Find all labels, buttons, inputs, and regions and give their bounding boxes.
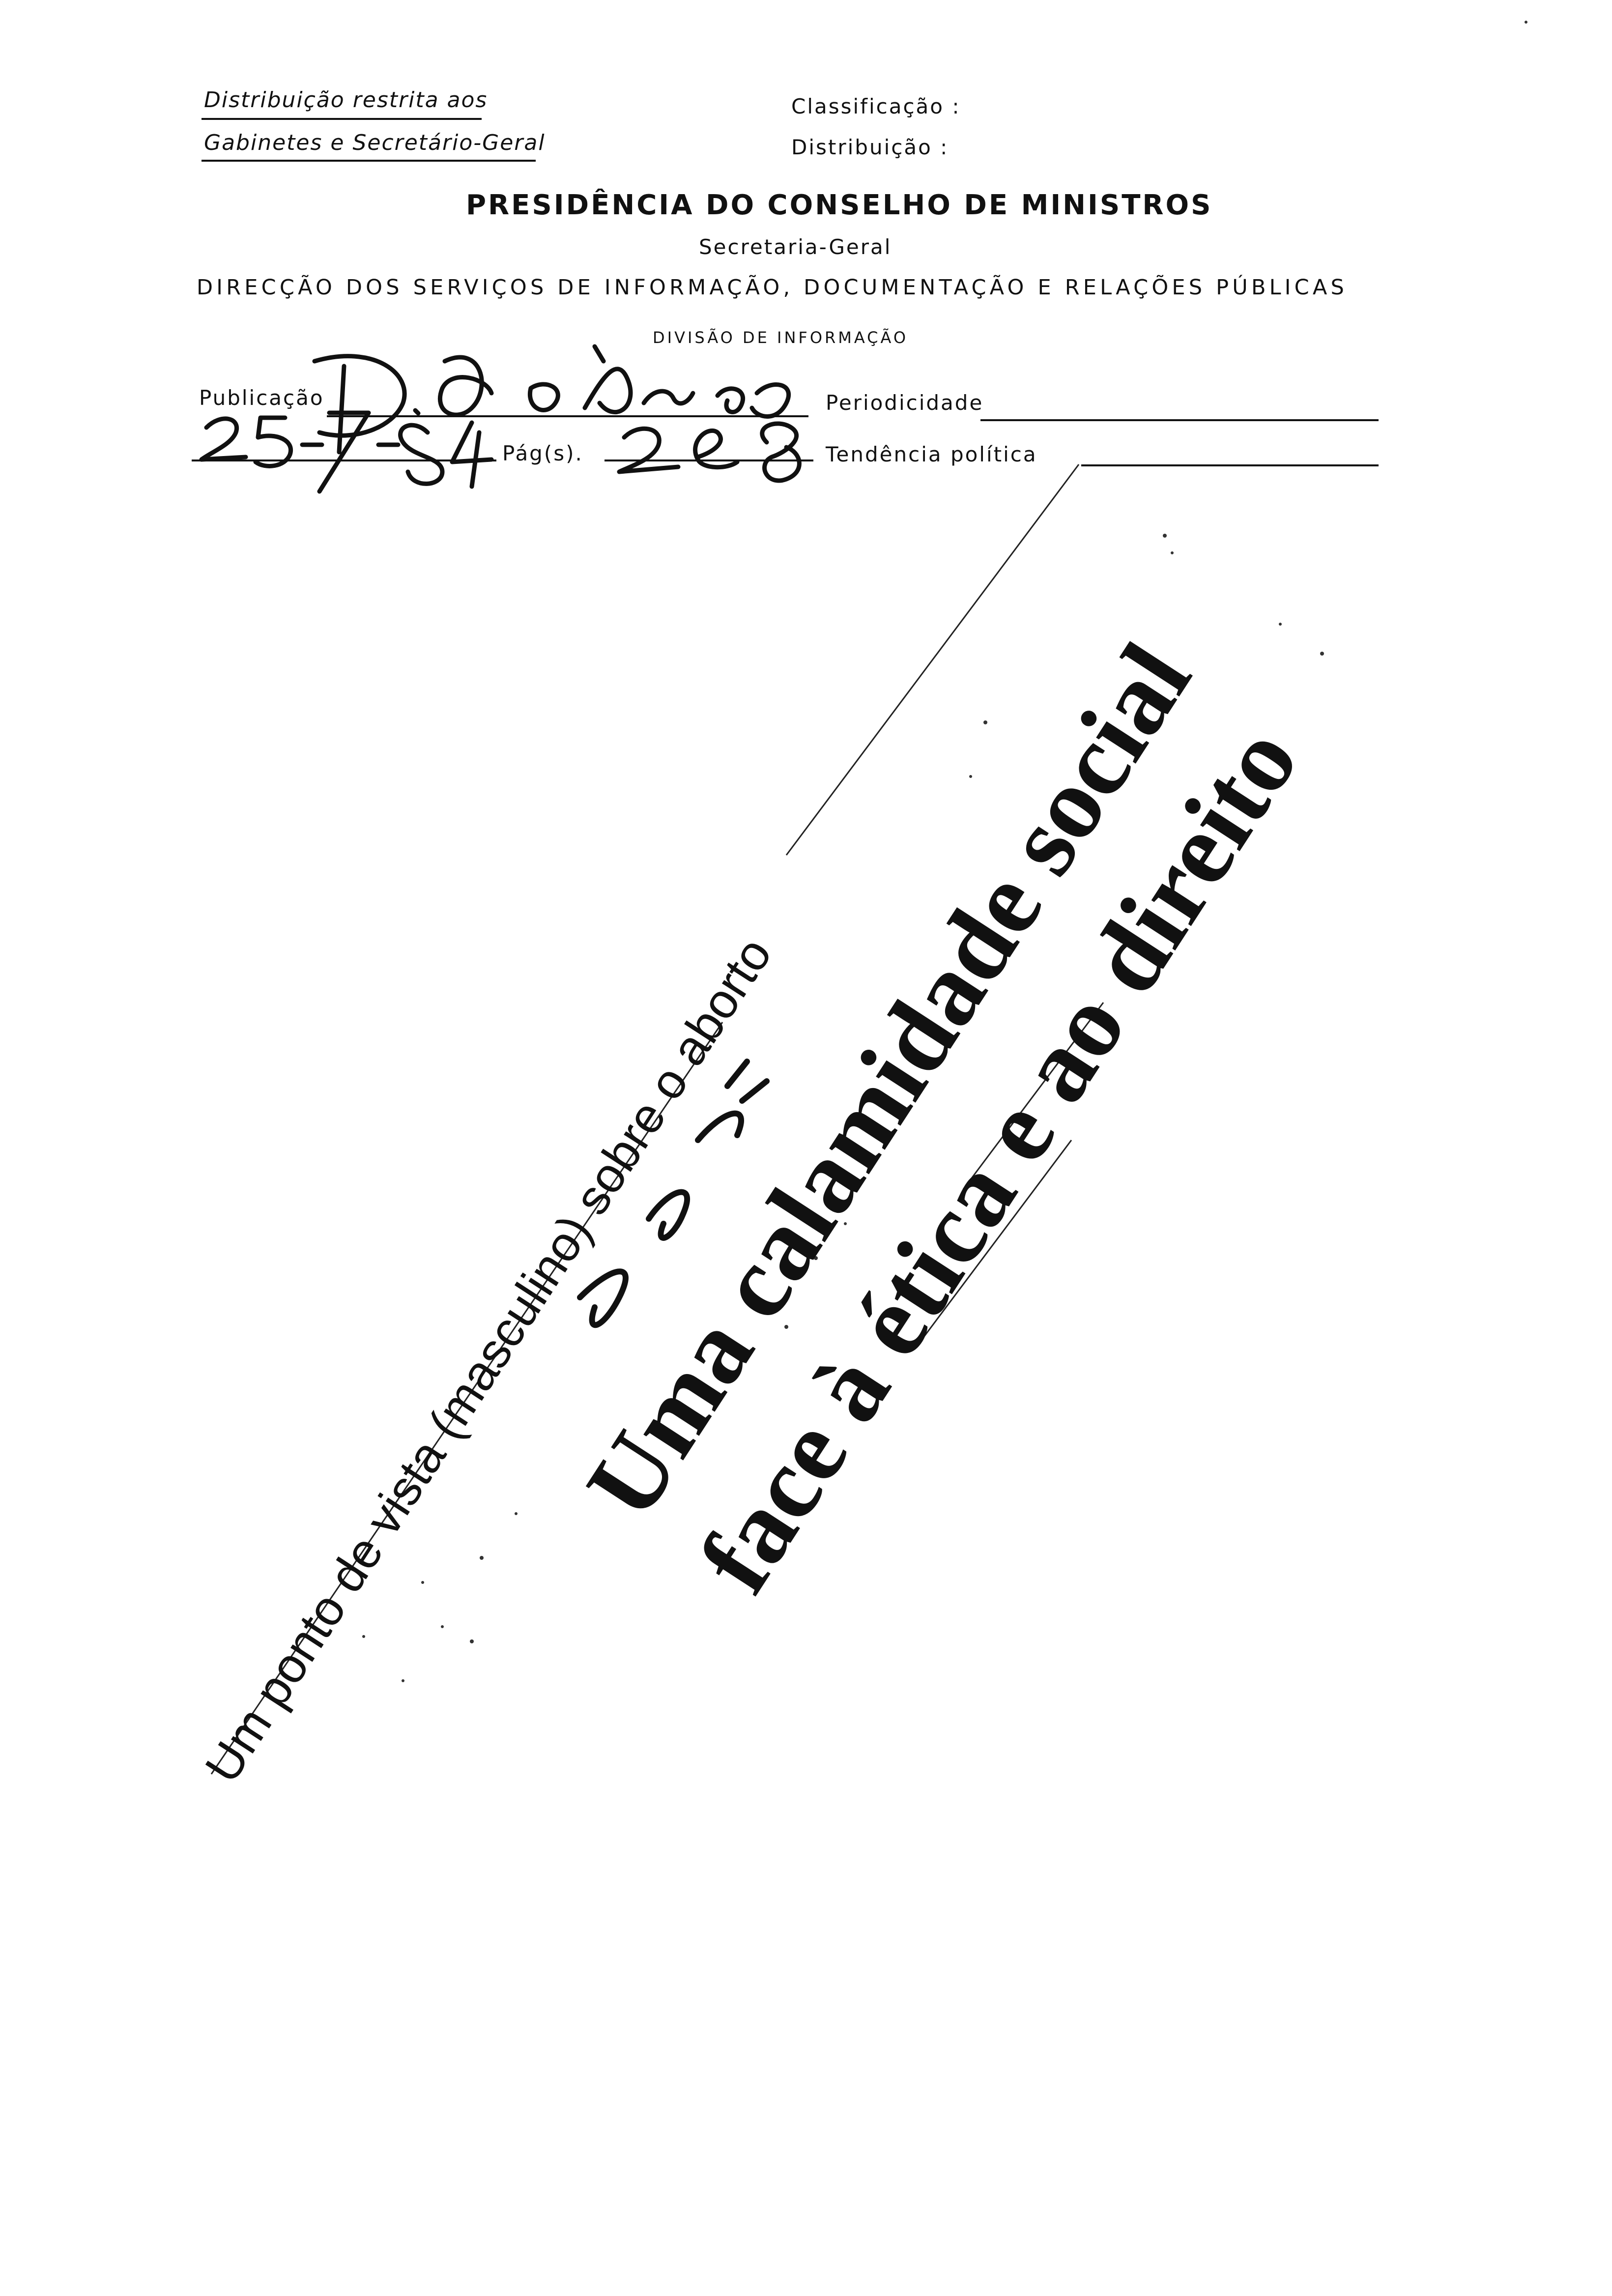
scan-noise	[362, 21, 1527, 1682]
date-field-line	[192, 459, 496, 461]
underline-restricted-1	[202, 118, 482, 120]
periodicidade-label: Periodicidade	[826, 391, 984, 415]
tendencia-field-line	[1081, 464, 1379, 466]
pags-label: Pág(s).	[502, 441, 583, 465]
direction-name: DIRECÇÃO DOS SERVIÇOS DE INFORMAÇÃO, DOC…	[197, 275, 1348, 300]
handwritten-scrawl	[577, 1059, 770, 1328]
publicacao-field-line	[327, 415, 808, 417]
distribuicao-label: Distribuição :	[791, 135, 949, 159]
pags-field-line	[604, 459, 813, 461]
division-name: DIVISÃO DE INFORMAÇÃO	[653, 328, 909, 347]
restricted-distribution-line1: Distribuição restrita aos	[204, 87, 488, 113]
secretariat-name: Secretaria-Geral	[699, 235, 892, 259]
underline-restricted-2	[202, 160, 536, 162]
restricted-distribution-line2: Gabinetes e Secretário-Geral	[204, 130, 546, 155]
clipping-outline	[210, 464, 1104, 1775]
presidency-title: PRESIDÊNCIA DO CONSELHO DE MINISTROS	[466, 189, 1213, 221]
classificacao-label: Classificação :	[791, 94, 961, 118]
tendencia-label: Tendência política	[826, 442, 1037, 466]
publicacao-label: Publicação	[199, 386, 324, 410]
periodicidade-field-line	[980, 419, 1379, 421]
handwritten-annotation	[199, 344, 802, 494]
